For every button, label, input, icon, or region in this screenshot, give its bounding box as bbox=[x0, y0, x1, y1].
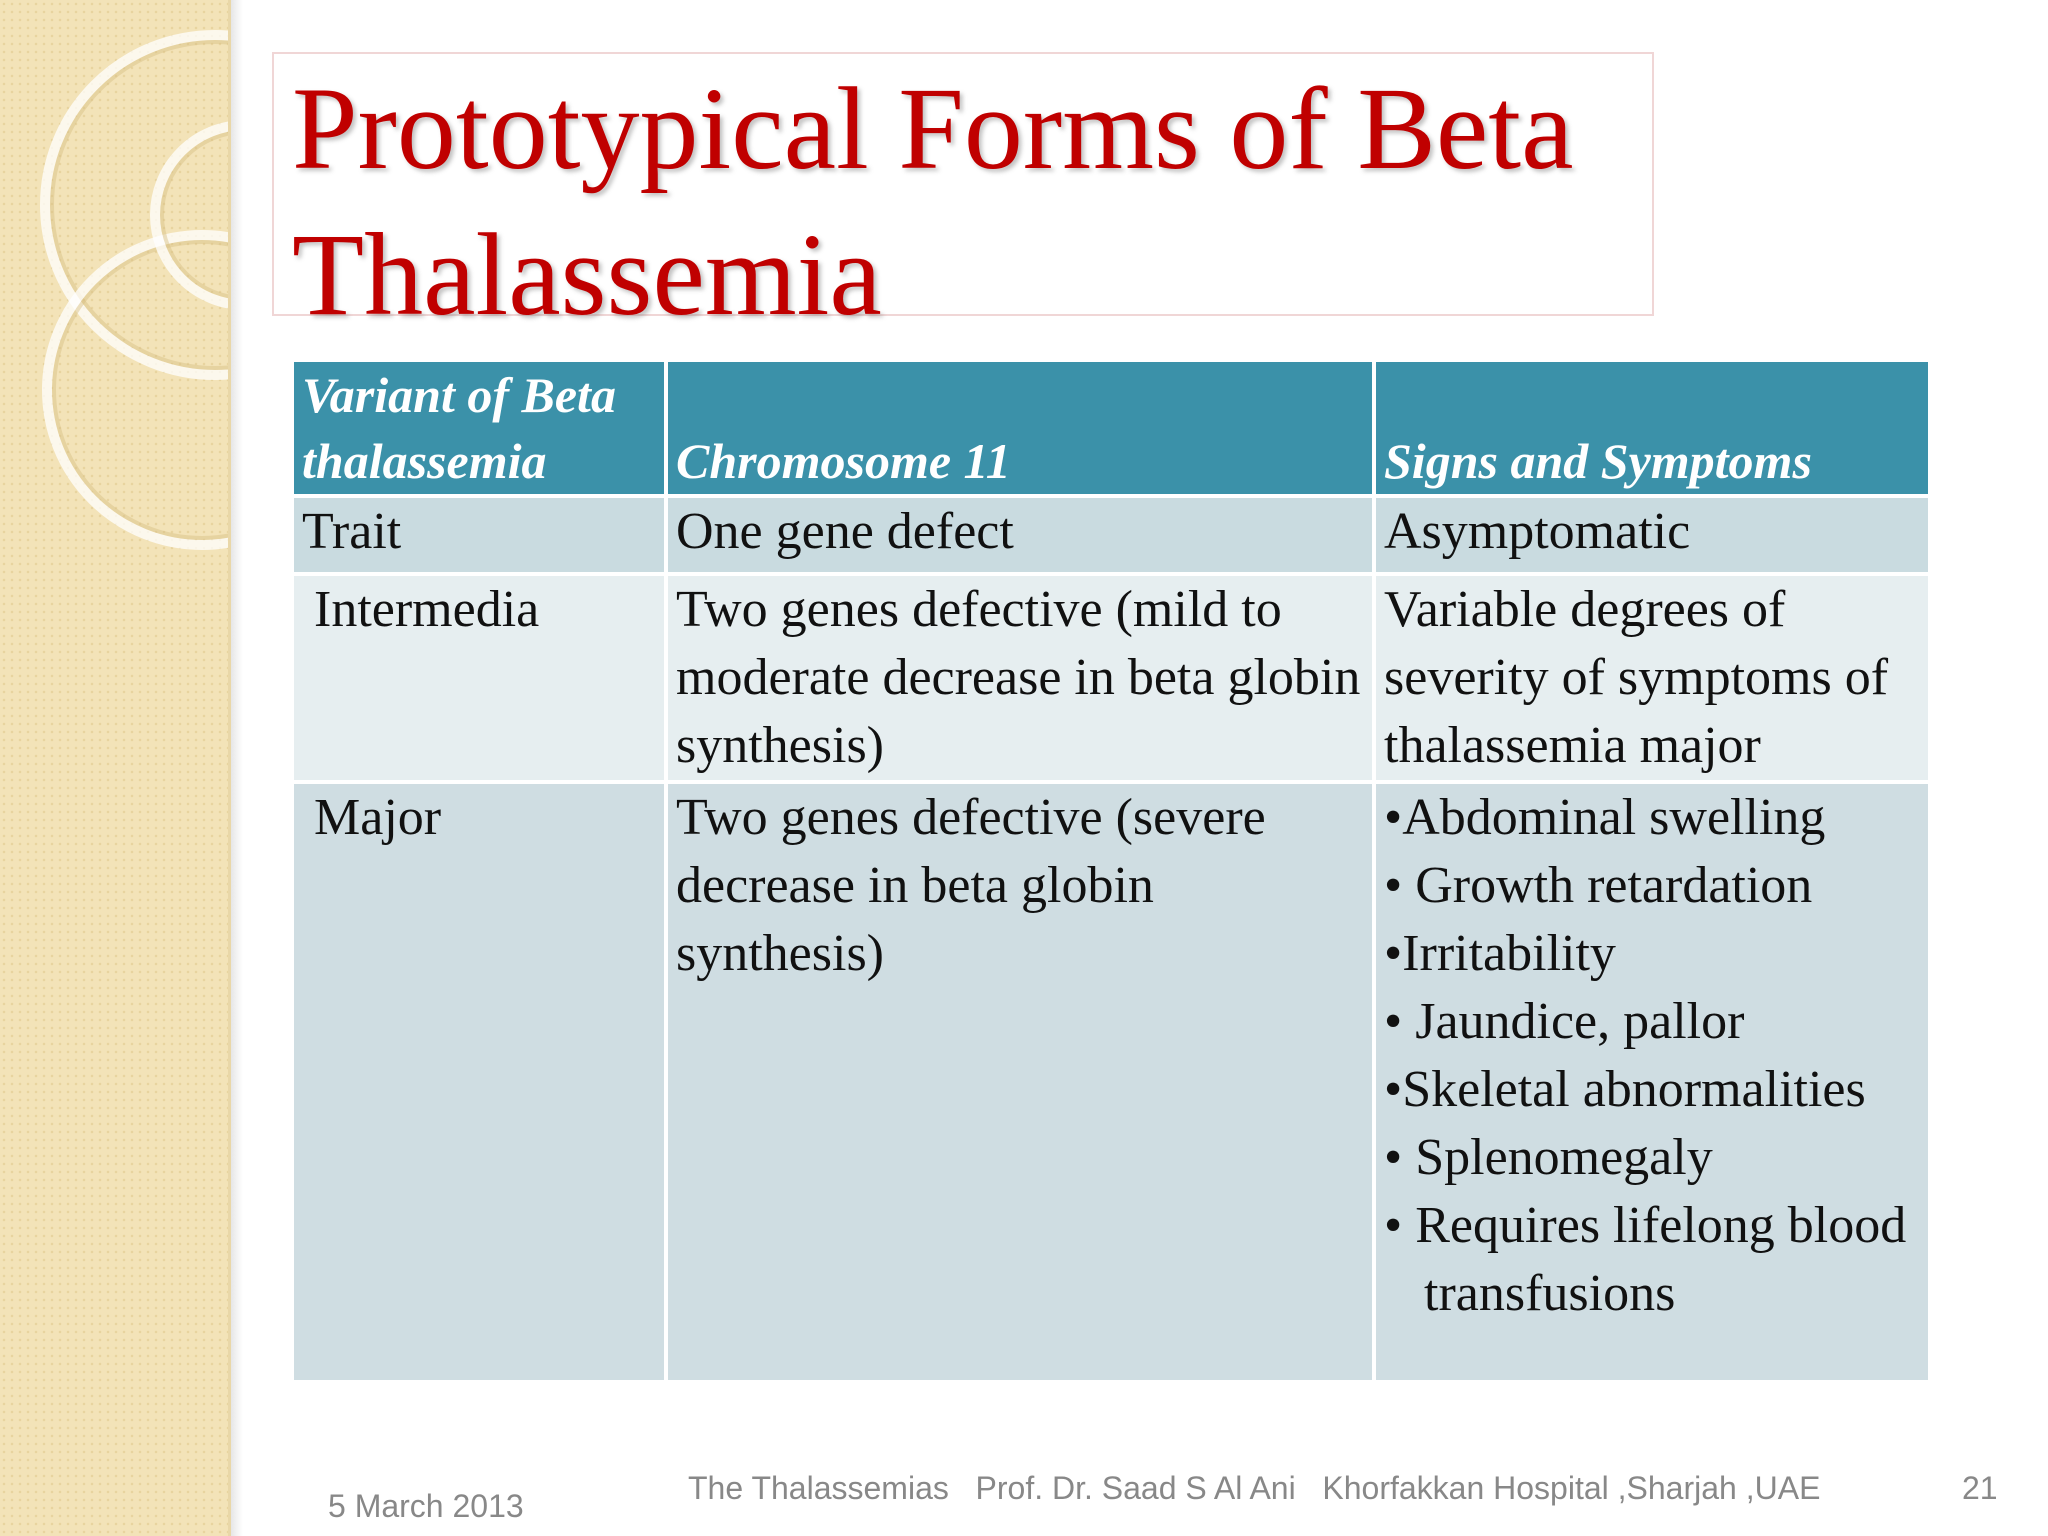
footer-center-text: The Thalassemias Prof. Dr. Saad S Al Ani… bbox=[688, 1470, 1821, 1506]
beta-thalassemia-table: Variant of Beta thalassemia Chromosome 1… bbox=[290, 358, 1932, 1384]
chromosome-cell: One gene defect bbox=[664, 494, 1376, 576]
slide-title: Prototypical Forms of Beta Thalassemia bbox=[292, 63, 1574, 340]
symptom-line: • Growth retardation bbox=[1384, 857, 1813, 914]
symptoms-cell: •Abdominal swelling • Growth retardation… bbox=[1372, 780, 1932, 1384]
variant-cell: Intermedia bbox=[290, 572, 668, 784]
symptom-line: • Splenomegaly bbox=[1384, 1129, 1713, 1186]
symptoms-cell: Variable degrees of severity of symptoms… bbox=[1372, 572, 1932, 784]
header-variant: Variant of Beta thalassemia bbox=[290, 358, 668, 498]
footer-date: 5 March 2013 bbox=[328, 1488, 524, 1524]
symptom-line: •Skeletal abnormalities bbox=[1384, 1061, 1866, 1118]
symptom-line: • Jaundice, pallor bbox=[1384, 993, 1745, 1050]
decorative-side-strip bbox=[0, 0, 231, 1536]
side-strip-shadow bbox=[231, 0, 243, 1536]
header-chromosome: Chromosome 11 bbox=[664, 358, 1376, 498]
symptom-line: •Abdominal swelling bbox=[1384, 789, 1826, 846]
variant-cell: Major bbox=[290, 780, 668, 1384]
table-row: Trait One gene defect Asymptomatic bbox=[290, 494, 1932, 576]
symptom-line: •Irritability bbox=[1384, 925, 1616, 982]
table-row: Major Two genes defective (severe decrea… bbox=[290, 780, 1932, 1384]
symptoms-cell: Asymptomatic bbox=[1372, 494, 1932, 576]
header-symptoms: Signs and Symptoms bbox=[1372, 358, 1932, 498]
footer-page-number: 21 bbox=[1962, 1470, 1998, 1506]
table-header-row: Variant of Beta thalassemia Chromosome 1… bbox=[290, 358, 1932, 498]
title-frame bbox=[272, 52, 1654, 316]
chromosome-cell: Two genes defective (severe decrease in … bbox=[664, 780, 1376, 1384]
symptom-line: transfusions bbox=[1424, 1265, 1676, 1322]
symptom-line: • Requires lifelong blood bbox=[1384, 1197, 1907, 1254]
symptom-line: Asymptomatic bbox=[1384, 503, 1691, 560]
table-row: Intermedia Two genes defective (mild to … bbox=[290, 572, 1932, 784]
symptom-line: Variable degrees of severity of symptoms… bbox=[1384, 581, 1889, 774]
chromosome-cell: Two genes defective (mild to moderate de… bbox=[664, 572, 1376, 784]
variant-cell: Trait bbox=[290, 494, 668, 576]
